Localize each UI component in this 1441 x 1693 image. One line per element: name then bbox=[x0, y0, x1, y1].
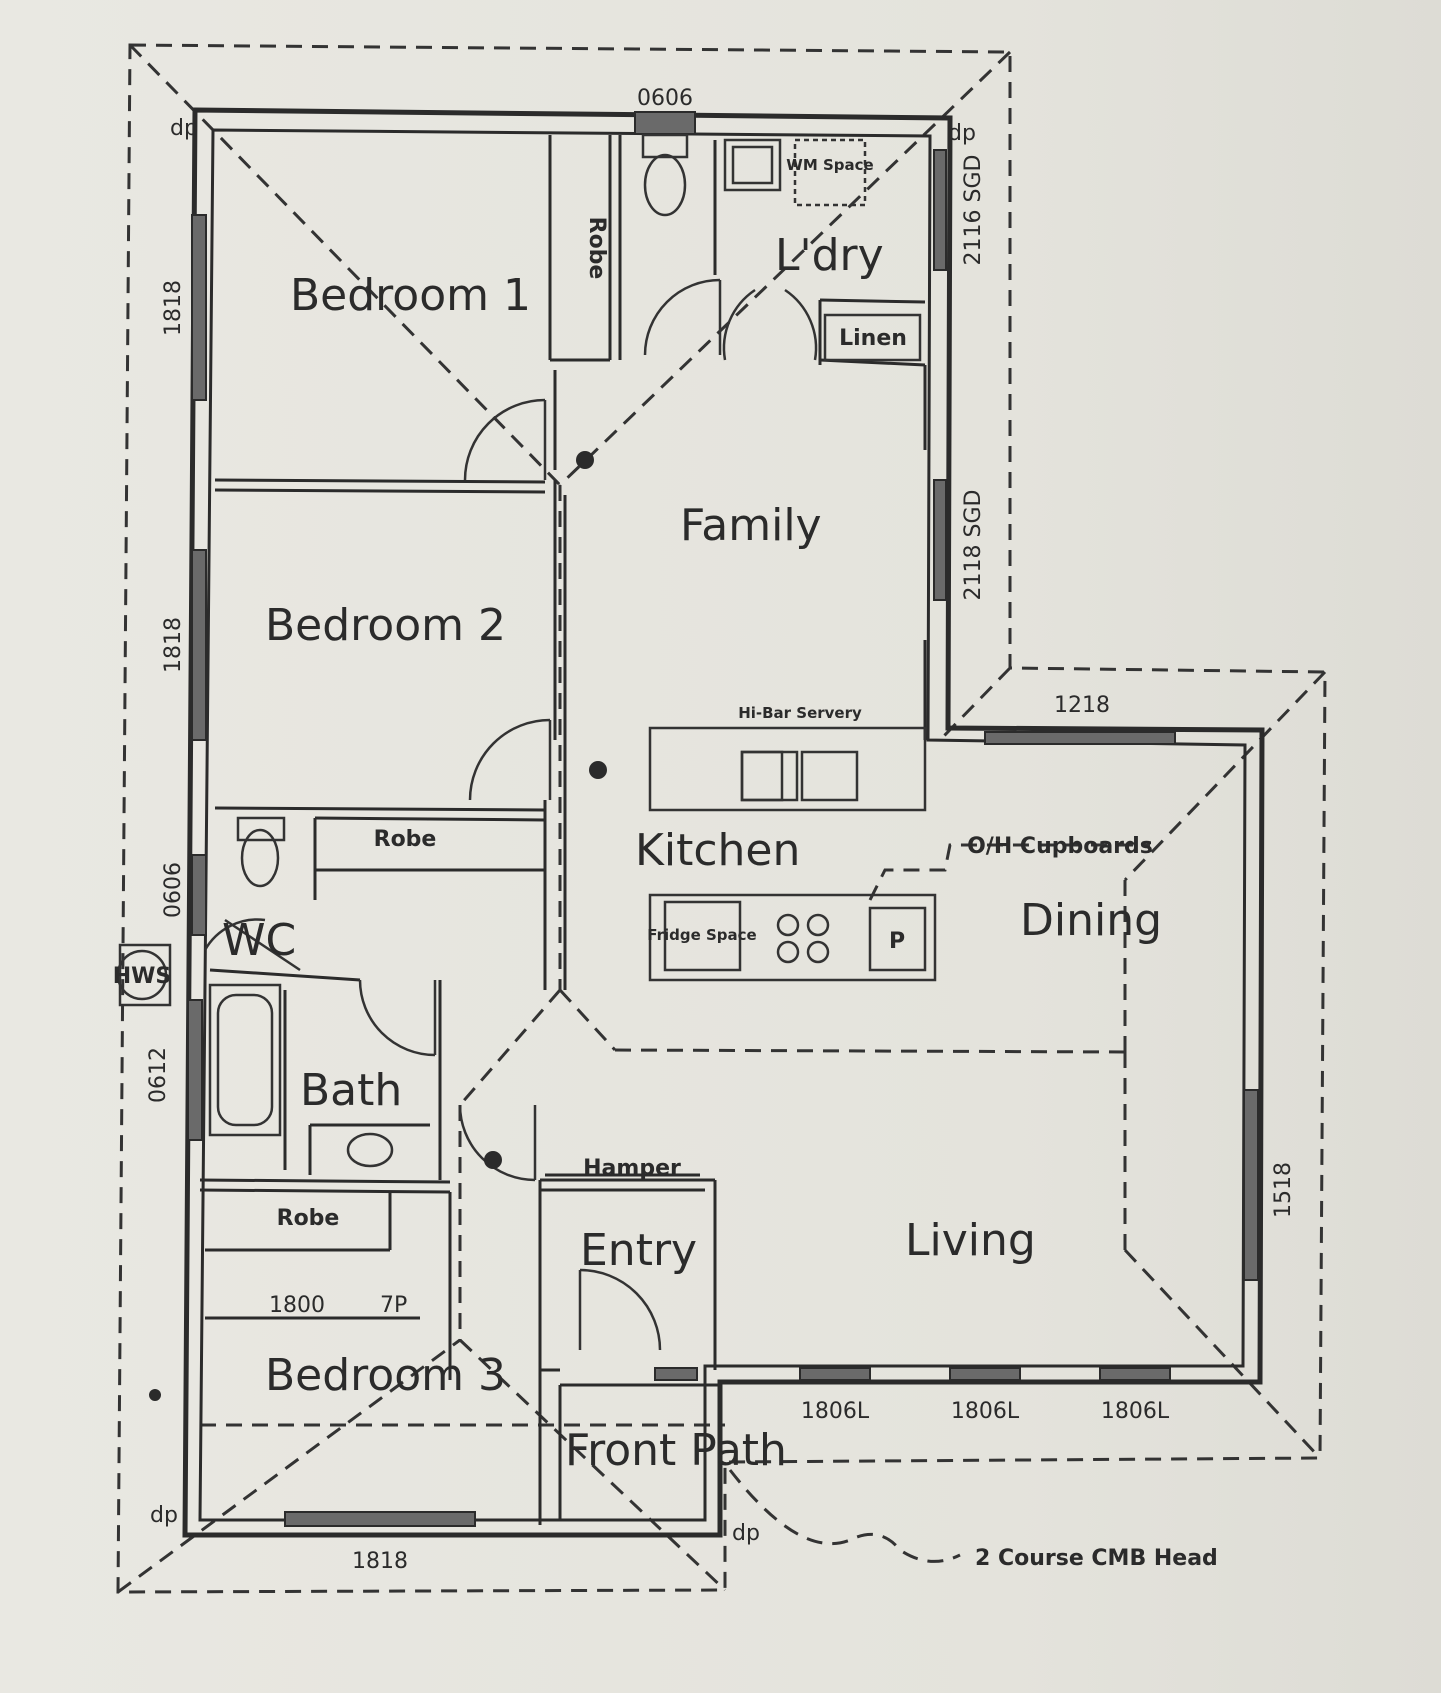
cooktop-icon bbox=[776, 940, 800, 964]
label-robe-bed1: Robe bbox=[584, 217, 609, 280]
doors bbox=[203, 278, 818, 1351]
room-kitchen: Kitchen bbox=[635, 825, 800, 876]
note-cmb-head: 2 Course CMB Head bbox=[975, 1546, 1218, 1571]
external-walls bbox=[182, 107, 1265, 1538]
label-robe-bed2: Robe bbox=[374, 827, 437, 852]
smoke-detector-icon bbox=[484, 1151, 502, 1169]
label-hws: HWS bbox=[113, 964, 172, 989]
marker-dp: dp bbox=[170, 116, 198, 141]
window-dining bbox=[984, 731, 1176, 745]
internal-walls bbox=[199, 135, 927, 1525]
dim-ldry-door: 2116 SGD bbox=[961, 155, 986, 266]
label-linen: Linen bbox=[839, 326, 907, 351]
dim-living-window-1: 1806L bbox=[801, 1399, 870, 1424]
hi-bar-servery-bench bbox=[648, 726, 927, 812]
room-entry: Entry bbox=[580, 1225, 697, 1276]
room-bedroom-2: Bedroom 2 bbox=[265, 600, 506, 651]
smoke-detectors bbox=[149, 451, 607, 1401]
trough-icon bbox=[723, 138, 782, 192]
dim-living-window-2: 1806L bbox=[951, 1399, 1020, 1424]
linen-cupboard bbox=[823, 313, 922, 362]
window-living-3 bbox=[1099, 1367, 1171, 1381]
dim-living-window-3: 1806L bbox=[1101, 1399, 1170, 1424]
dim-wc-window: 0606 bbox=[161, 862, 186, 918]
window-wc bbox=[191, 854, 207, 936]
basin-icon bbox=[346, 1132, 394, 1168]
dim-bed2-window: 1818 bbox=[161, 617, 186, 673]
room-bedroom-1: Bedroom 1 bbox=[290, 270, 531, 321]
marker-dp: dp bbox=[150, 1503, 178, 1528]
label-wm-space: WM Space bbox=[786, 156, 873, 174]
window-living-1 bbox=[799, 1367, 871, 1381]
window-living-side bbox=[1243, 1089, 1259, 1281]
kitchen-back-bench bbox=[648, 893, 937, 982]
dim-bed1-window: 1818 bbox=[161, 280, 186, 336]
dim-dining-window: 1218 bbox=[1054, 693, 1110, 718]
door-family-sgd bbox=[933, 479, 947, 601]
cooktop-icon bbox=[806, 913, 830, 937]
toilet-icon bbox=[643, 153, 687, 217]
dim-bath-window: 0612 bbox=[146, 1047, 171, 1103]
dimension-labels: 0606 1818 1818 0606 0612 1818 2116 SGD 2… bbox=[146, 86, 1296, 1574]
dim-bed3-shelf: 1800 bbox=[269, 1293, 325, 1318]
label-fridge-space: Fridge Space bbox=[647, 926, 756, 944]
dim-family-door: 2118 SGD bbox=[961, 490, 986, 601]
marker-dp: dp bbox=[948, 121, 976, 146]
window-bed1 bbox=[191, 214, 207, 401]
label-hamper: Hamper bbox=[583, 1156, 681, 1181]
fridge-space bbox=[663, 900, 742, 972]
windows bbox=[187, 111, 1259, 1527]
pantry bbox=[868, 906, 927, 972]
notes: 2 Course CMB Head bbox=[975, 1546, 1218, 1571]
downpipe-icon bbox=[149, 1389, 161, 1401]
sink-bowl-icon bbox=[740, 750, 799, 802]
dim-bed3-window: 1818 bbox=[352, 1549, 408, 1574]
room-family: Family bbox=[680, 500, 822, 551]
label-pantry: P bbox=[889, 929, 905, 954]
door-ldry-sgd bbox=[933, 149, 947, 271]
roof-outline bbox=[116, 43, 1327, 1594]
label-hi-bar-servery: Hi-Bar Servery bbox=[738, 704, 862, 722]
window-bed3 bbox=[284, 1511, 476, 1527]
fixtures bbox=[116, 133, 1150, 1177]
window-bed2 bbox=[191, 549, 207, 741]
label-oh-cupboards: O/H Cupboards bbox=[967, 834, 1153, 859]
room-bath: Bath bbox=[300, 1065, 402, 1116]
label-robe-bed3: Robe bbox=[277, 1206, 340, 1231]
room-living: Living bbox=[905, 1215, 1036, 1266]
window-entry bbox=[654, 1367, 698, 1381]
bathtub-icon bbox=[208, 983, 282, 1137]
room-labels: Bedroom 1 Bedroom 2 Bedroom 3 Family Kit… bbox=[222, 230, 1162, 1476]
room-laundry: L'dry bbox=[775, 230, 884, 281]
toilet-icon bbox=[240, 828, 280, 888]
room-bedroom-3: Bedroom 3 bbox=[265, 1350, 506, 1401]
dim-living-side-window: 1518 bbox=[1271, 1162, 1296, 1218]
markers: dp dp dp dp 7P bbox=[150, 116, 976, 1546]
cooktop-icon bbox=[776, 913, 800, 937]
fixture-labels: Robe Robe Robe Linen HWS Hamper WM Space… bbox=[113, 156, 1153, 1231]
label-front-path: Front Path bbox=[565, 1425, 787, 1476]
hws-unit bbox=[116, 949, 168, 1001]
dim-top-window: 0606 bbox=[637, 86, 693, 111]
window-living-2 bbox=[949, 1367, 1021, 1381]
cooktop-icon bbox=[806, 940, 830, 964]
wm-space bbox=[793, 138, 867, 207]
smoke-detector-icon bbox=[576, 451, 594, 469]
window-top bbox=[634, 111, 696, 135]
room-wc: WC bbox=[222, 915, 296, 966]
smoke-detector-icon bbox=[589, 761, 607, 779]
marker-shelf-note: 7P bbox=[380, 1293, 407, 1318]
marker-dp: dp bbox=[732, 1521, 760, 1546]
window-bath bbox=[187, 999, 203, 1141]
room-dining: Dining bbox=[1020, 895, 1162, 946]
sink-bowl-icon bbox=[800, 750, 859, 802]
